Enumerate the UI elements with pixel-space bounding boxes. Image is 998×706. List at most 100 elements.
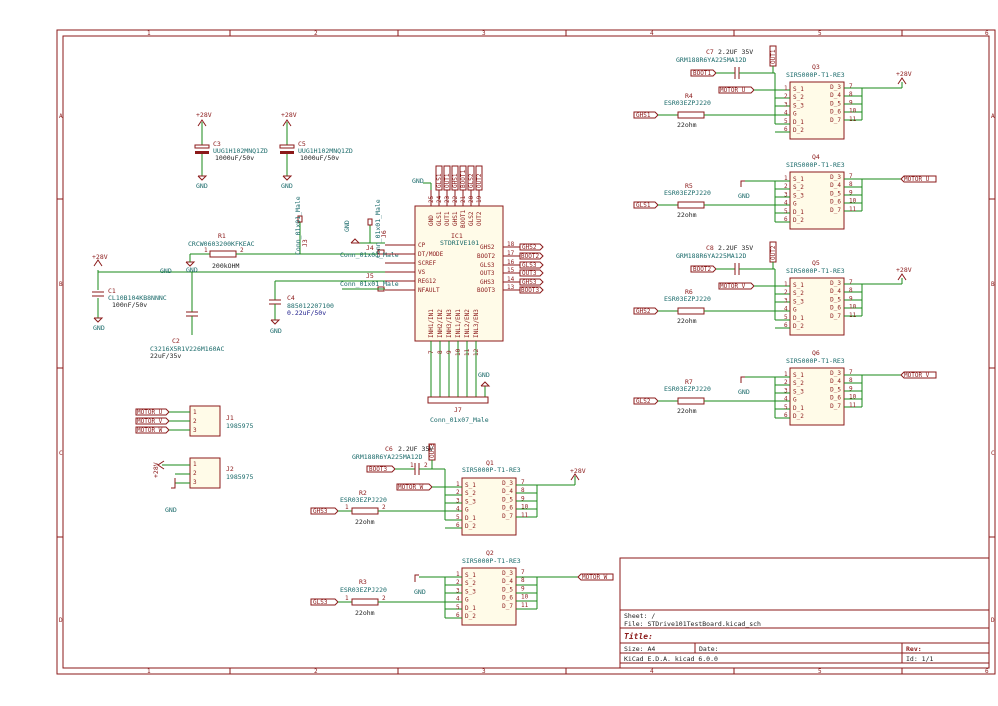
col-label: 1 — [147, 668, 151, 675]
pin-number: 9 — [849, 99, 853, 106]
ic-pin-boot1: BOOT1 — [460, 210, 467, 228]
pin-number: 4 — [456, 596, 460, 603]
pin-number: 21 — [460, 195, 467, 203]
component-spec: 22ohm — [677, 121, 697, 129]
pin-number: 1 — [784, 85, 788, 92]
component-ref: Q1 — [486, 459, 494, 467]
net-label: GLS2 — [636, 398, 651, 405]
sheet-size: Size: A4 — [624, 645, 655, 653]
pin-number: 5 — [456, 514, 460, 521]
component-spec: 2.2UF 35V — [718, 244, 753, 252]
component-value: SIR5000P-T1-RE3 — [462, 557, 521, 565]
mosfet-pin-name: S_1 — [465, 482, 476, 489]
net-label: MOTOR_W — [582, 574, 608, 581]
ic-pin-inh1: INH1/IN1 — [428, 309, 435, 338]
pin-number: 2 — [382, 504, 386, 511]
capacitor-c3: +28V C3 UUG1H102MNQ1ZD 1000uF/50v GND — [194, 111, 268, 190]
component-value: Conn_01x01_Male — [340, 280, 399, 288]
component-value: C3216X5R1V226M160AC — [150, 345, 224, 353]
pin-number: 7 — [849, 173, 853, 180]
mosfet-pin-name: D_3 — [830, 84, 841, 91]
component-value: 1985975 — [226, 422, 253, 430]
pin-number: 11 — [849, 312, 857, 319]
mosfet-pin-name: D_4 — [830, 182, 841, 189]
component-value: CL10B104KB8NNNC — [108, 294, 167, 302]
capacitor-c5: +28V C5 UUG1H102MNQ1ZD 1000uF/50v GND — [279, 111, 353, 190]
col-label: 5 — [818, 30, 822, 37]
pin-number: 10 — [849, 108, 857, 115]
pin-number: 7 — [521, 569, 525, 576]
component-ref: C5 — [298, 140, 306, 148]
mosfet-pin-name: S_1 — [793, 372, 804, 379]
pin-number: 2 — [240, 247, 244, 254]
ground-label: GND — [412, 177, 424, 185]
component-spec: 22uF/35v — [150, 352, 181, 360]
mosfet-pin-name: S_2 — [793, 94, 804, 101]
pin-number: 1 — [456, 481, 460, 488]
row-label: C — [59, 450, 63, 457]
net-label: GLS1 — [636, 202, 651, 209]
pin-number: 10 — [521, 504, 529, 511]
component-ref: Q5 — [812, 259, 820, 267]
col-label: 6 — [985, 668, 989, 675]
component-ref: C4 — [287, 294, 295, 302]
pin-number: 3 — [784, 191, 788, 198]
ic-pin-out2: OUT2 — [476, 211, 483, 226]
pin-number: 5 — [784, 118, 788, 125]
ground-label: GND — [478, 371, 490, 379]
row-label: B — [59, 281, 63, 288]
mosfet-pin-name: D_5 — [502, 496, 513, 503]
ic-pin-inl1: INL1/EN1 — [455, 309, 462, 338]
pin-number: 3 — [193, 479, 197, 486]
pin-number: 1 — [193, 409, 197, 416]
mosfet-pin-name: D_2 — [793, 323, 804, 330]
ic-pin-boot2: BOOT2 — [477, 253, 495, 260]
pin-number: 4 — [784, 200, 788, 207]
net-label: OUT2 — [476, 173, 483, 188]
mosfet-pin-name: S_1 — [465, 572, 476, 579]
row-label: D — [59, 617, 63, 624]
pin-number: 10 — [455, 348, 462, 356]
mosfet-pin-name: D_7 — [830, 403, 841, 410]
ic-pin-inh3: INH3/IN3 — [446, 309, 453, 338]
component-value: ESR03EZPJ220 — [664, 385, 711, 393]
component-value: Conn_01x01_Male — [374, 199, 382, 258]
component-value: ESR03EZPJ220 — [664, 295, 711, 303]
power-label: +28V — [570, 467, 586, 475]
ic-pin-inl3: INL3/EN3 — [473, 309, 480, 338]
component-ref: R1 — [218, 232, 226, 240]
net-label: GHS1 — [452, 173, 459, 188]
pin-number: 8 — [437, 350, 444, 354]
pin-number: 3 — [456, 587, 460, 594]
pin-number: 1 — [193, 461, 197, 468]
pin-number: 5 — [784, 404, 788, 411]
mosfet-pin-name: D_3 — [830, 174, 841, 181]
net-label: MOTOR_V — [720, 283, 746, 290]
component-spec: 200kOHM — [212, 262, 239, 270]
pin-number: 10 — [521, 594, 529, 601]
pin-number: 11 — [464, 348, 471, 356]
row-label: A — [59, 113, 63, 120]
component-spec: 2.2UF 35V — [718, 48, 753, 56]
col-label: 2 — [314, 30, 318, 37]
component-ref: J1 — [226, 414, 234, 422]
pin-number: 1 — [345, 504, 349, 511]
pin-number: 7 — [849, 83, 853, 90]
mosfet-pin-name: D_5 — [502, 586, 513, 593]
pin-number: 6 — [784, 322, 788, 329]
pin-number: 2 — [784, 289, 788, 296]
component-ref: R4 — [685, 92, 693, 100]
pin-number: 11 — [849, 206, 857, 213]
drawing-frame: 1 2 3 4 5 6 1 2 3 4 5 6 A B C D A B C D — [56, 29, 996, 675]
pin-number: 9 — [521, 585, 525, 592]
pin-number: 15 — [507, 267, 515, 274]
component-ref: C7 — [706, 48, 714, 56]
ic-pin-vs: VS — [418, 269, 426, 276]
pin-number: 7 — [849, 369, 853, 376]
pin-number: 16 — [507, 259, 515, 266]
pin-number: 8 — [849, 287, 853, 294]
component-spec: 22ohm — [677, 211, 697, 219]
component-value: ESR03EZPJ220 — [664, 189, 711, 197]
component-spec: 1000uF/50v — [300, 154, 339, 162]
